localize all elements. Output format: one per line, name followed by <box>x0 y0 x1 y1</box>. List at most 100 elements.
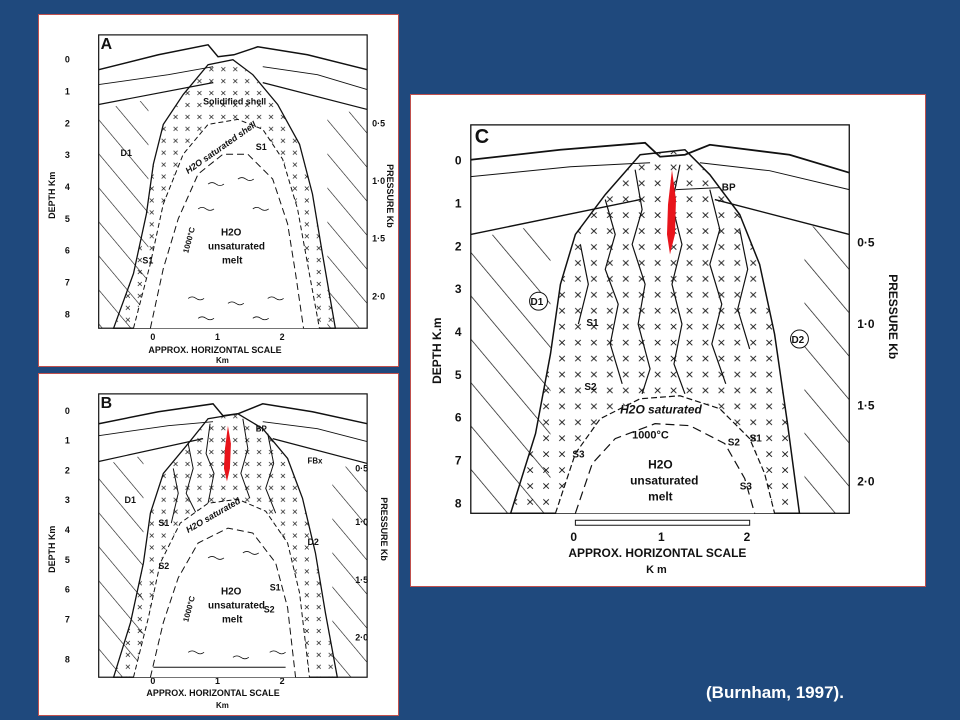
label-s1: S1 <box>158 518 169 528</box>
panel-b: × B H2O saturated 1000°C H2O unsaturated… <box>38 373 399 716</box>
melt-waves <box>187 177 284 321</box>
label-s1: S1 <box>256 142 267 152</box>
svg-text:2: 2 <box>65 465 70 475</box>
horizontal-ticks: 0 1 2 <box>150 676 284 686</box>
label-s3b: S3 <box>740 481 753 492</box>
panel-b-diagram: × B H2O saturated 1000°C H2O unsaturated… <box>47 393 389 710</box>
panel-c-diagram: × C H2O saturated 1000°C H2O unsaturated… <box>430 124 900 576</box>
country-rock-right <box>332 463 368 678</box>
svg-text:6: 6 <box>65 585 70 595</box>
svg-text:2·0: 2·0 <box>372 291 385 301</box>
country-rock-right <box>804 224 850 514</box>
svg-text:6: 6 <box>65 246 70 256</box>
svg-text:2: 2 <box>65 118 70 128</box>
svg-text:4: 4 <box>65 182 70 192</box>
svg-text:1·5: 1·5 <box>355 575 368 585</box>
label-s1b: S1 <box>270 583 281 593</box>
svg-text:1: 1 <box>65 87 70 97</box>
pressure-ticks: 0·5 1·0 1·5 2·0 <box>857 235 875 488</box>
svg-text:7: 7 <box>455 453 462 467</box>
red-intrusion <box>667 169 676 255</box>
svg-text:3: 3 <box>455 282 462 296</box>
label-d1: D1 <box>125 495 136 505</box>
svg-text:0·5: 0·5 <box>857 235 875 249</box>
label-bp: BP <box>722 183 736 194</box>
horizontal-unit: Km <box>216 356 229 365</box>
marker-d1 <box>529 291 548 311</box>
label-d1: D1 <box>121 148 132 158</box>
label-s2b: S2 <box>728 438 741 449</box>
svg-text:1: 1 <box>215 676 220 686</box>
svg-text:4: 4 <box>455 325 462 339</box>
svg-text:3: 3 <box>65 495 70 505</box>
isotherm-1000 <box>574 423 756 514</box>
label-melt-3: melt <box>222 256 243 267</box>
panel-id: A <box>101 36 113 53</box>
label-melt-1: H2O <box>221 228 242 239</box>
svg-text:2·0: 2·0 <box>857 474 875 488</box>
svg-text:1·0: 1·0 <box>857 317 875 331</box>
label-s2: S2 <box>158 561 169 571</box>
svg-text:0: 0 <box>65 55 70 65</box>
svg-text:2: 2 <box>744 530 751 544</box>
label-s1: S1 <box>586 318 599 329</box>
label-saturated: H2O saturated <box>620 403 702 417</box>
label-d2: D2 <box>307 537 318 547</box>
svg-text:0: 0 <box>150 676 155 686</box>
label-melt-2: unsaturated <box>208 601 265 612</box>
horizontal-label: APPROX. HORIZONTAL SCALE <box>568 546 746 560</box>
label-melt-3: melt <box>222 615 243 626</box>
marker-d2 <box>790 329 809 349</box>
svg-text:5: 5 <box>455 368 462 382</box>
label-bp: BP <box>256 425 268 434</box>
melt-waves <box>187 551 286 660</box>
label-d2: D2 <box>791 335 804 346</box>
country-rock-right <box>327 109 368 329</box>
svg-text:3: 3 <box>65 150 70 160</box>
depth-ticks: 0 1 2 3 4 5 6 7 8 <box>65 406 70 665</box>
label-s2: S2 <box>584 382 597 393</box>
isotherm-1000 <box>149 527 297 678</box>
horizontal-label: APPROX. HORIZONTAL SCALE <box>146 688 279 698</box>
country-rock-left <box>470 222 551 514</box>
pressure-label: PRESSURE Kb <box>379 497 389 561</box>
pressure-label: PRESSURE Kb <box>886 274 900 359</box>
svg-text:1·5: 1·5 <box>857 399 875 413</box>
svg-text:1: 1 <box>455 197 462 211</box>
svg-text:0·5: 0·5 <box>372 118 385 128</box>
svg-text:1·5: 1·5 <box>372 234 385 244</box>
svg-text:2: 2 <box>455 239 462 253</box>
svg-text:0·5: 0·5 <box>355 463 368 473</box>
svg-text:2: 2 <box>280 676 285 686</box>
horizontal-label: APPROX. HORIZONTAL SCALE <box>148 345 281 355</box>
svg-text:8: 8 <box>65 654 70 664</box>
panel-c: × C H2O saturated 1000°C H2O unsaturated… <box>410 94 926 587</box>
label-melt-2: unsaturated <box>208 242 265 253</box>
depth-label: DEPTH Km <box>47 172 57 219</box>
depth-label: DEPTH K.m <box>430 317 444 383</box>
svg-text:6: 6 <box>455 411 462 425</box>
svg-text:1: 1 <box>65 436 70 446</box>
label-melt-2: unsaturated <box>630 473 698 487</box>
svg-text:2: 2 <box>280 332 285 342</box>
label-fbx: FBx <box>307 456 323 465</box>
svg-text:8: 8 <box>455 496 462 510</box>
svg-text:8: 8 <box>65 309 70 319</box>
basement-contact <box>98 438 368 465</box>
strata-lines <box>98 421 368 443</box>
fractures <box>170 418 277 524</box>
svg-text:1·0: 1·0 <box>372 176 385 186</box>
depth-ticks: 0 1 2 3 4 5 6 7 8 <box>455 154 462 511</box>
svg-text:7: 7 <box>65 277 70 287</box>
horizontal-ticks: 0 1 2 <box>150 332 284 342</box>
depth-label: DEPTH Km <box>47 526 57 573</box>
label-s3: S3 <box>572 450 585 461</box>
strata-lines <box>98 66 368 91</box>
depth-ticks: 0 1 2 3 4 5 6 7 8 <box>65 55 70 320</box>
svg-text:0: 0 <box>150 332 155 342</box>
label-shell: Solidified shell <box>203 96 266 106</box>
red-intrusion <box>223 425 231 482</box>
isotherm-1000 <box>149 153 305 329</box>
svg-text:0: 0 <box>570 530 577 544</box>
horizontal-unit: Km <box>216 701 229 710</box>
